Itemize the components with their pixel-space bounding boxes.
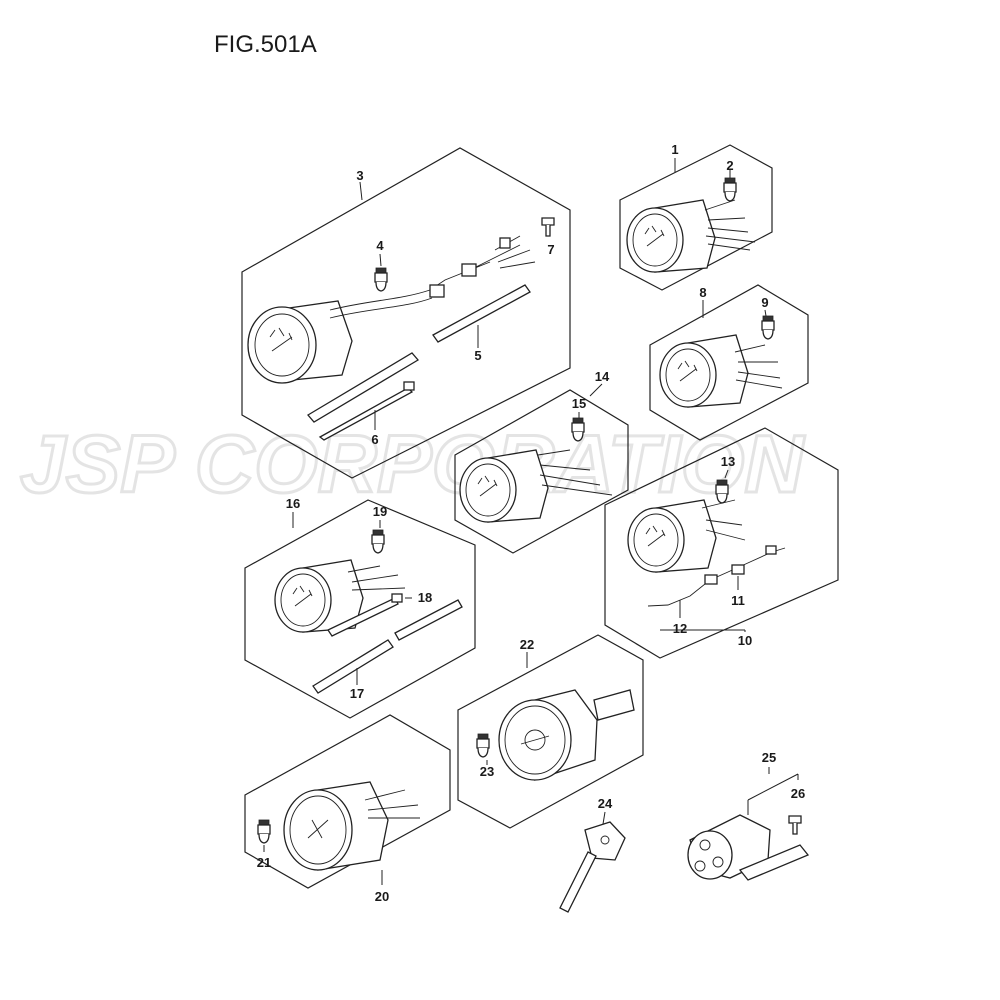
callout-16: 16 <box>286 496 300 511</box>
bulb-icon <box>761 315 775 340</box>
callout-9: 9 <box>761 295 768 310</box>
callout-3: 3 <box>356 168 363 183</box>
gauge-icon <box>283 781 389 871</box>
gauge-icon <box>659 334 749 408</box>
callout-24: 24 <box>598 796 613 811</box>
callout-15: 15 <box>572 396 586 411</box>
gauge-icon <box>498 689 598 781</box>
group-22-gauge-kit <box>457 634 644 829</box>
screw-icon <box>788 815 802 835</box>
callout-6: 6 <box>371 432 378 447</box>
group-14-gauge-kit <box>454 383 629 554</box>
callout-14: 14 <box>595 369 610 384</box>
hose-icon <box>394 599 463 641</box>
hose-icon <box>312 639 394 694</box>
screw-icon <box>541 217 555 237</box>
bulb-icon <box>374 267 388 292</box>
bulb-icon <box>723 177 737 202</box>
callout-20: 20 <box>375 889 389 904</box>
callout-17: 17 <box>350 686 364 701</box>
bulb-icon <box>257 819 271 844</box>
gauge-icon <box>627 499 717 573</box>
callout-11: 11 <box>731 593 745 608</box>
watermark-text: JSP CORPORATION <box>20 419 805 510</box>
bulb-icon <box>371 529 385 554</box>
bulb-icon <box>571 417 585 442</box>
cable-tie-icon <box>327 597 399 637</box>
callout-1: 1 <box>671 142 678 157</box>
callout-25: 25 <box>762 750 776 765</box>
callout-4: 4 <box>376 238 384 253</box>
gauge-icon <box>247 300 353 384</box>
callout-10: 10 <box>738 633 752 648</box>
callout-13: 13 <box>721 454 735 469</box>
hose-icon <box>307 352 419 423</box>
bulb-icon <box>476 733 490 758</box>
gauge-icon <box>626 199 716 273</box>
callout-18: 18 <box>418 590 432 605</box>
callout-23: 23 <box>480 764 494 779</box>
group-3-gauge-kit <box>241 147 571 479</box>
callout-8: 8 <box>699 285 706 300</box>
group-1-gauge-kit <box>619 144 773 291</box>
bulb-icon <box>715 479 729 504</box>
group-8-gauge-kit <box>649 284 809 441</box>
sender-unit-icon <box>559 811 626 913</box>
callout-26: 26 <box>791 786 805 801</box>
bracket-icon <box>687 767 810 881</box>
group-10-gauge-kit <box>604 427 839 659</box>
callout-12: 12 <box>673 621 687 636</box>
callout-5: 5 <box>474 348 481 363</box>
callout-21: 21 <box>257 855 271 870</box>
callout-2: 2 <box>726 158 733 173</box>
figure-title: FIG.501A <box>214 31 317 58</box>
callout-19: 19 <box>373 504 387 519</box>
callout-22: 22 <box>520 637 534 652</box>
callout-7: 7 <box>547 242 554 257</box>
hose-icon <box>432 284 531 343</box>
callout-labels: 1 2 3 4 5 6 7 8 9 10 11 12 13 14 15 16 1… <box>257 142 805 904</box>
cable-tie-icon <box>318 387 414 441</box>
group-16-gauge-kit <box>244 499 476 719</box>
group-20-gauge-kit <box>244 714 451 889</box>
